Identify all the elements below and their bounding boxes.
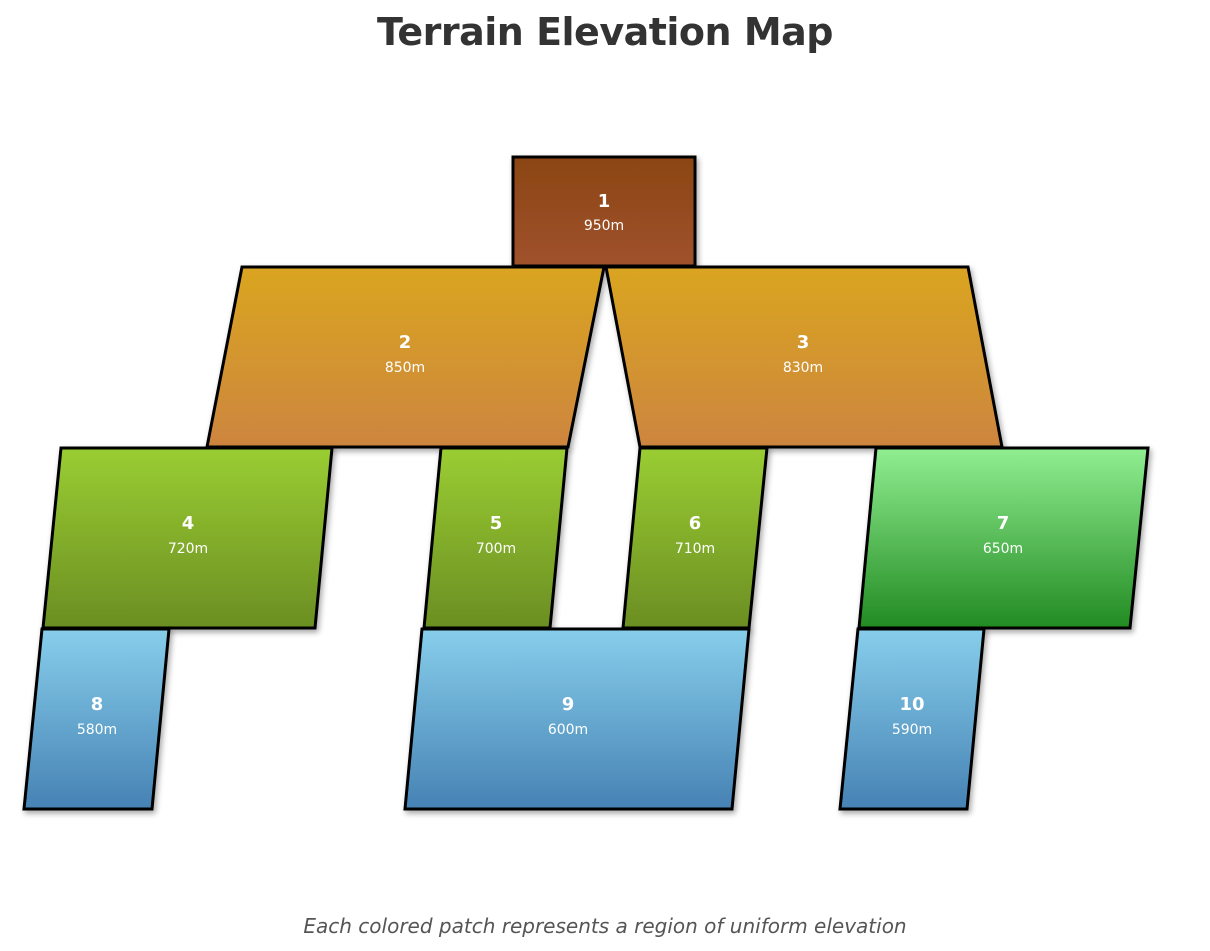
region-7-elevation: 650m xyxy=(983,541,1023,557)
region-3-number: 3 xyxy=(797,332,810,353)
region-4-number: 4 xyxy=(182,513,195,534)
region-10-elevation: 590m xyxy=(892,722,932,738)
region-9-number: 9 xyxy=(562,694,575,715)
region-5-number: 5 xyxy=(490,513,503,534)
region-10: 10 590m xyxy=(838,627,986,811)
region-4: 4 720m xyxy=(41,446,334,630)
region-2-number: 2 xyxy=(399,332,412,353)
region-5: 5 700m xyxy=(422,446,569,630)
region-2-patch xyxy=(205,265,606,449)
region-1-number: 1 xyxy=(598,191,611,212)
region-6-patch xyxy=(621,446,769,630)
region-3: 3 830m xyxy=(604,265,1004,449)
region-3-elevation: 830m xyxy=(783,360,823,376)
region-1-elevation: 950m xyxy=(584,218,624,234)
region-4-patch xyxy=(41,446,334,630)
region-9: 9 600m xyxy=(403,627,751,811)
region-2: 2 850m xyxy=(205,265,606,449)
region-6-number: 6 xyxy=(689,513,702,534)
region-2-elevation: 850m xyxy=(385,360,425,376)
region-7-number: 7 xyxy=(997,513,1010,534)
region-4-elevation: 720m xyxy=(168,541,208,557)
region-10-number: 10 xyxy=(899,694,924,715)
region-8-patch xyxy=(22,627,171,811)
region-10-patch xyxy=(838,627,986,811)
region-1: 1 950m xyxy=(511,155,697,268)
region-7-patch xyxy=(857,446,1150,630)
page-title: Terrain Elevation Map xyxy=(377,10,833,54)
region-8-number: 8 xyxy=(91,694,104,715)
region-6: 6 710m xyxy=(621,446,769,630)
region-8: 8 580m xyxy=(22,627,171,811)
map-caption: Each colored patch represents a region o… xyxy=(303,914,907,938)
region-9-elevation: 600m xyxy=(548,722,588,738)
region-6-elevation: 710m xyxy=(675,541,715,557)
region-5-patch xyxy=(422,446,569,630)
region-9-patch xyxy=(403,627,751,811)
region-5-elevation: 700m xyxy=(476,541,516,557)
region-3-patch xyxy=(604,265,1004,449)
region-8-elevation: 580m xyxy=(77,722,117,738)
region-7: 7 650m xyxy=(857,446,1150,630)
